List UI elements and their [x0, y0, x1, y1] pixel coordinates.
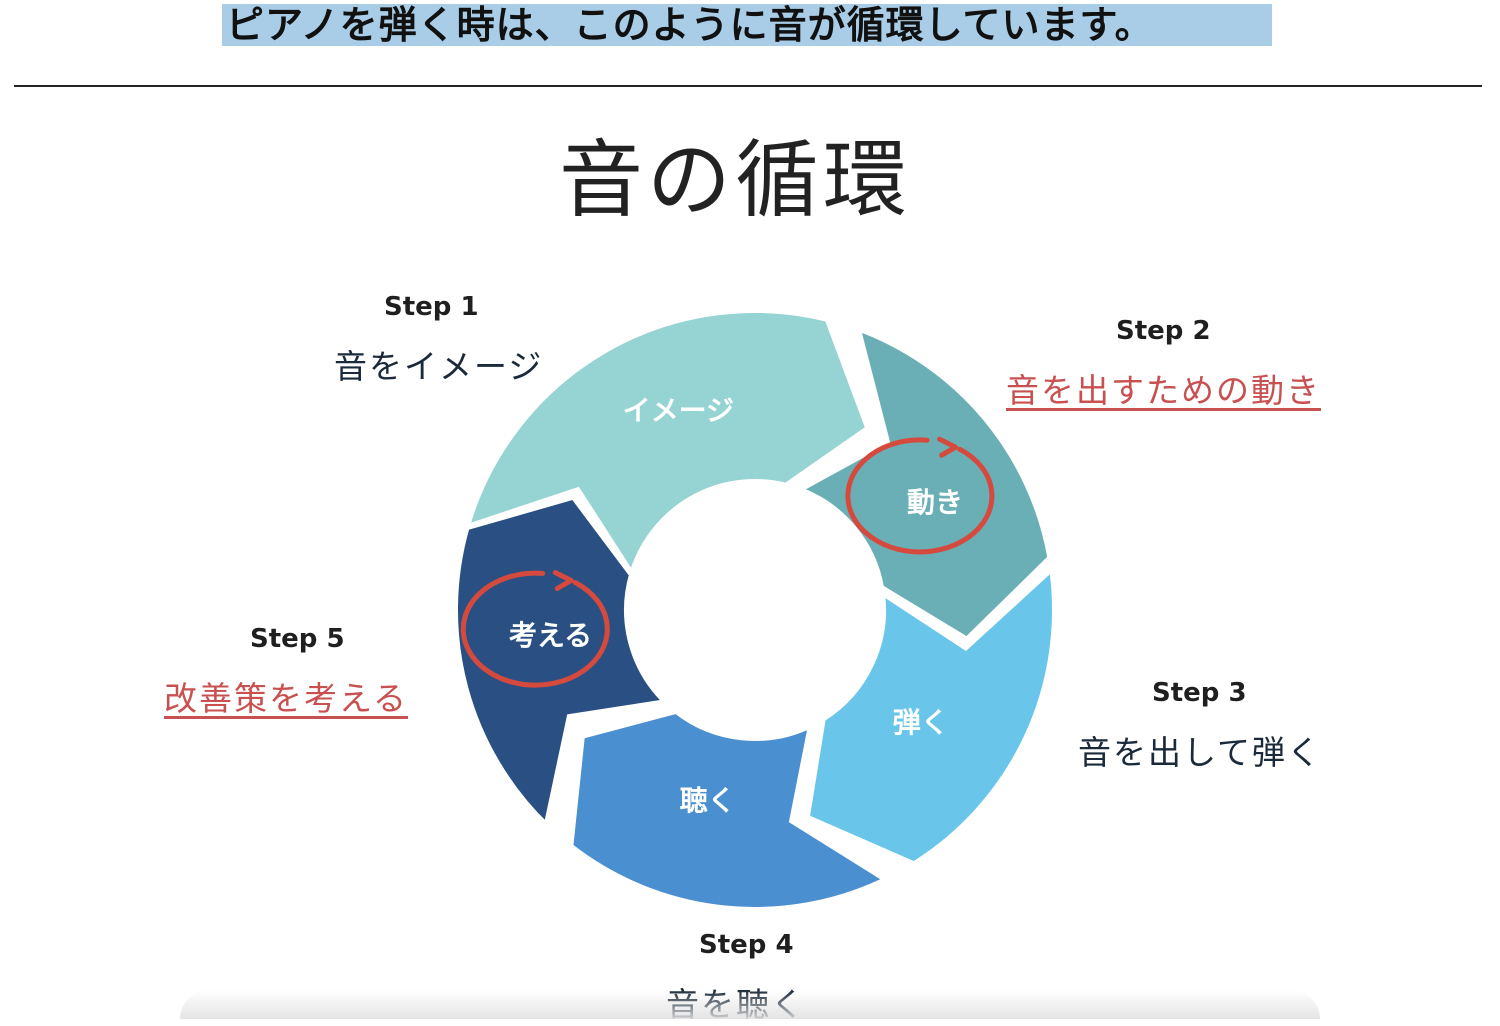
cycle-segment-2 — [791, 323, 1054, 644]
bottom-shadow — [180, 990, 1320, 1019]
segment-label-2: 動き — [907, 486, 963, 519]
segment-label-5: 考える — [509, 619, 592, 652]
segment-label-4: 聴く — [680, 784, 736, 817]
step-2-heading: Step 2 — [1116, 316, 1211, 346]
header-text: ピアノを弾く時は、このように音が循環しています。 — [226, 3, 1154, 47]
header-banner — [222, 4, 1272, 46]
diagram-title: 音の循環 — [558, 131, 911, 229]
segment-label-3: 弾く — [893, 706, 949, 739]
annotation-circle-5 — [460, 570, 610, 688]
step-3-description: 音を出して弾く — [1078, 733, 1323, 772]
step-1-description: 音をイメージ — [334, 347, 544, 386]
annotation-arrow-5 — [552, 570, 574, 591]
step-5-heading: Step 5 — [250, 624, 345, 654]
step-2-description: 音を出すための動き — [1006, 371, 1321, 410]
cycle-segment-1 — [462, 306, 873, 582]
step-4-heading: Step 4 — [699, 930, 794, 960]
annotation-circle-2 — [845, 437, 995, 555]
step-5-description: 改善策を考える — [164, 679, 409, 718]
segment-label-1: イメージ — [623, 394, 734, 427]
cycle-segment-4 — [567, 707, 893, 913]
cycle-segment-3 — [803, 562, 1059, 868]
cycle-center — [631, 486, 879, 734]
step-3-heading: Step 3 — [1152, 678, 1247, 708]
step-1-heading: Step 1 — [384, 292, 479, 322]
divider — [14, 85, 1482, 87]
annotation-arrow-2 — [937, 436, 959, 458]
